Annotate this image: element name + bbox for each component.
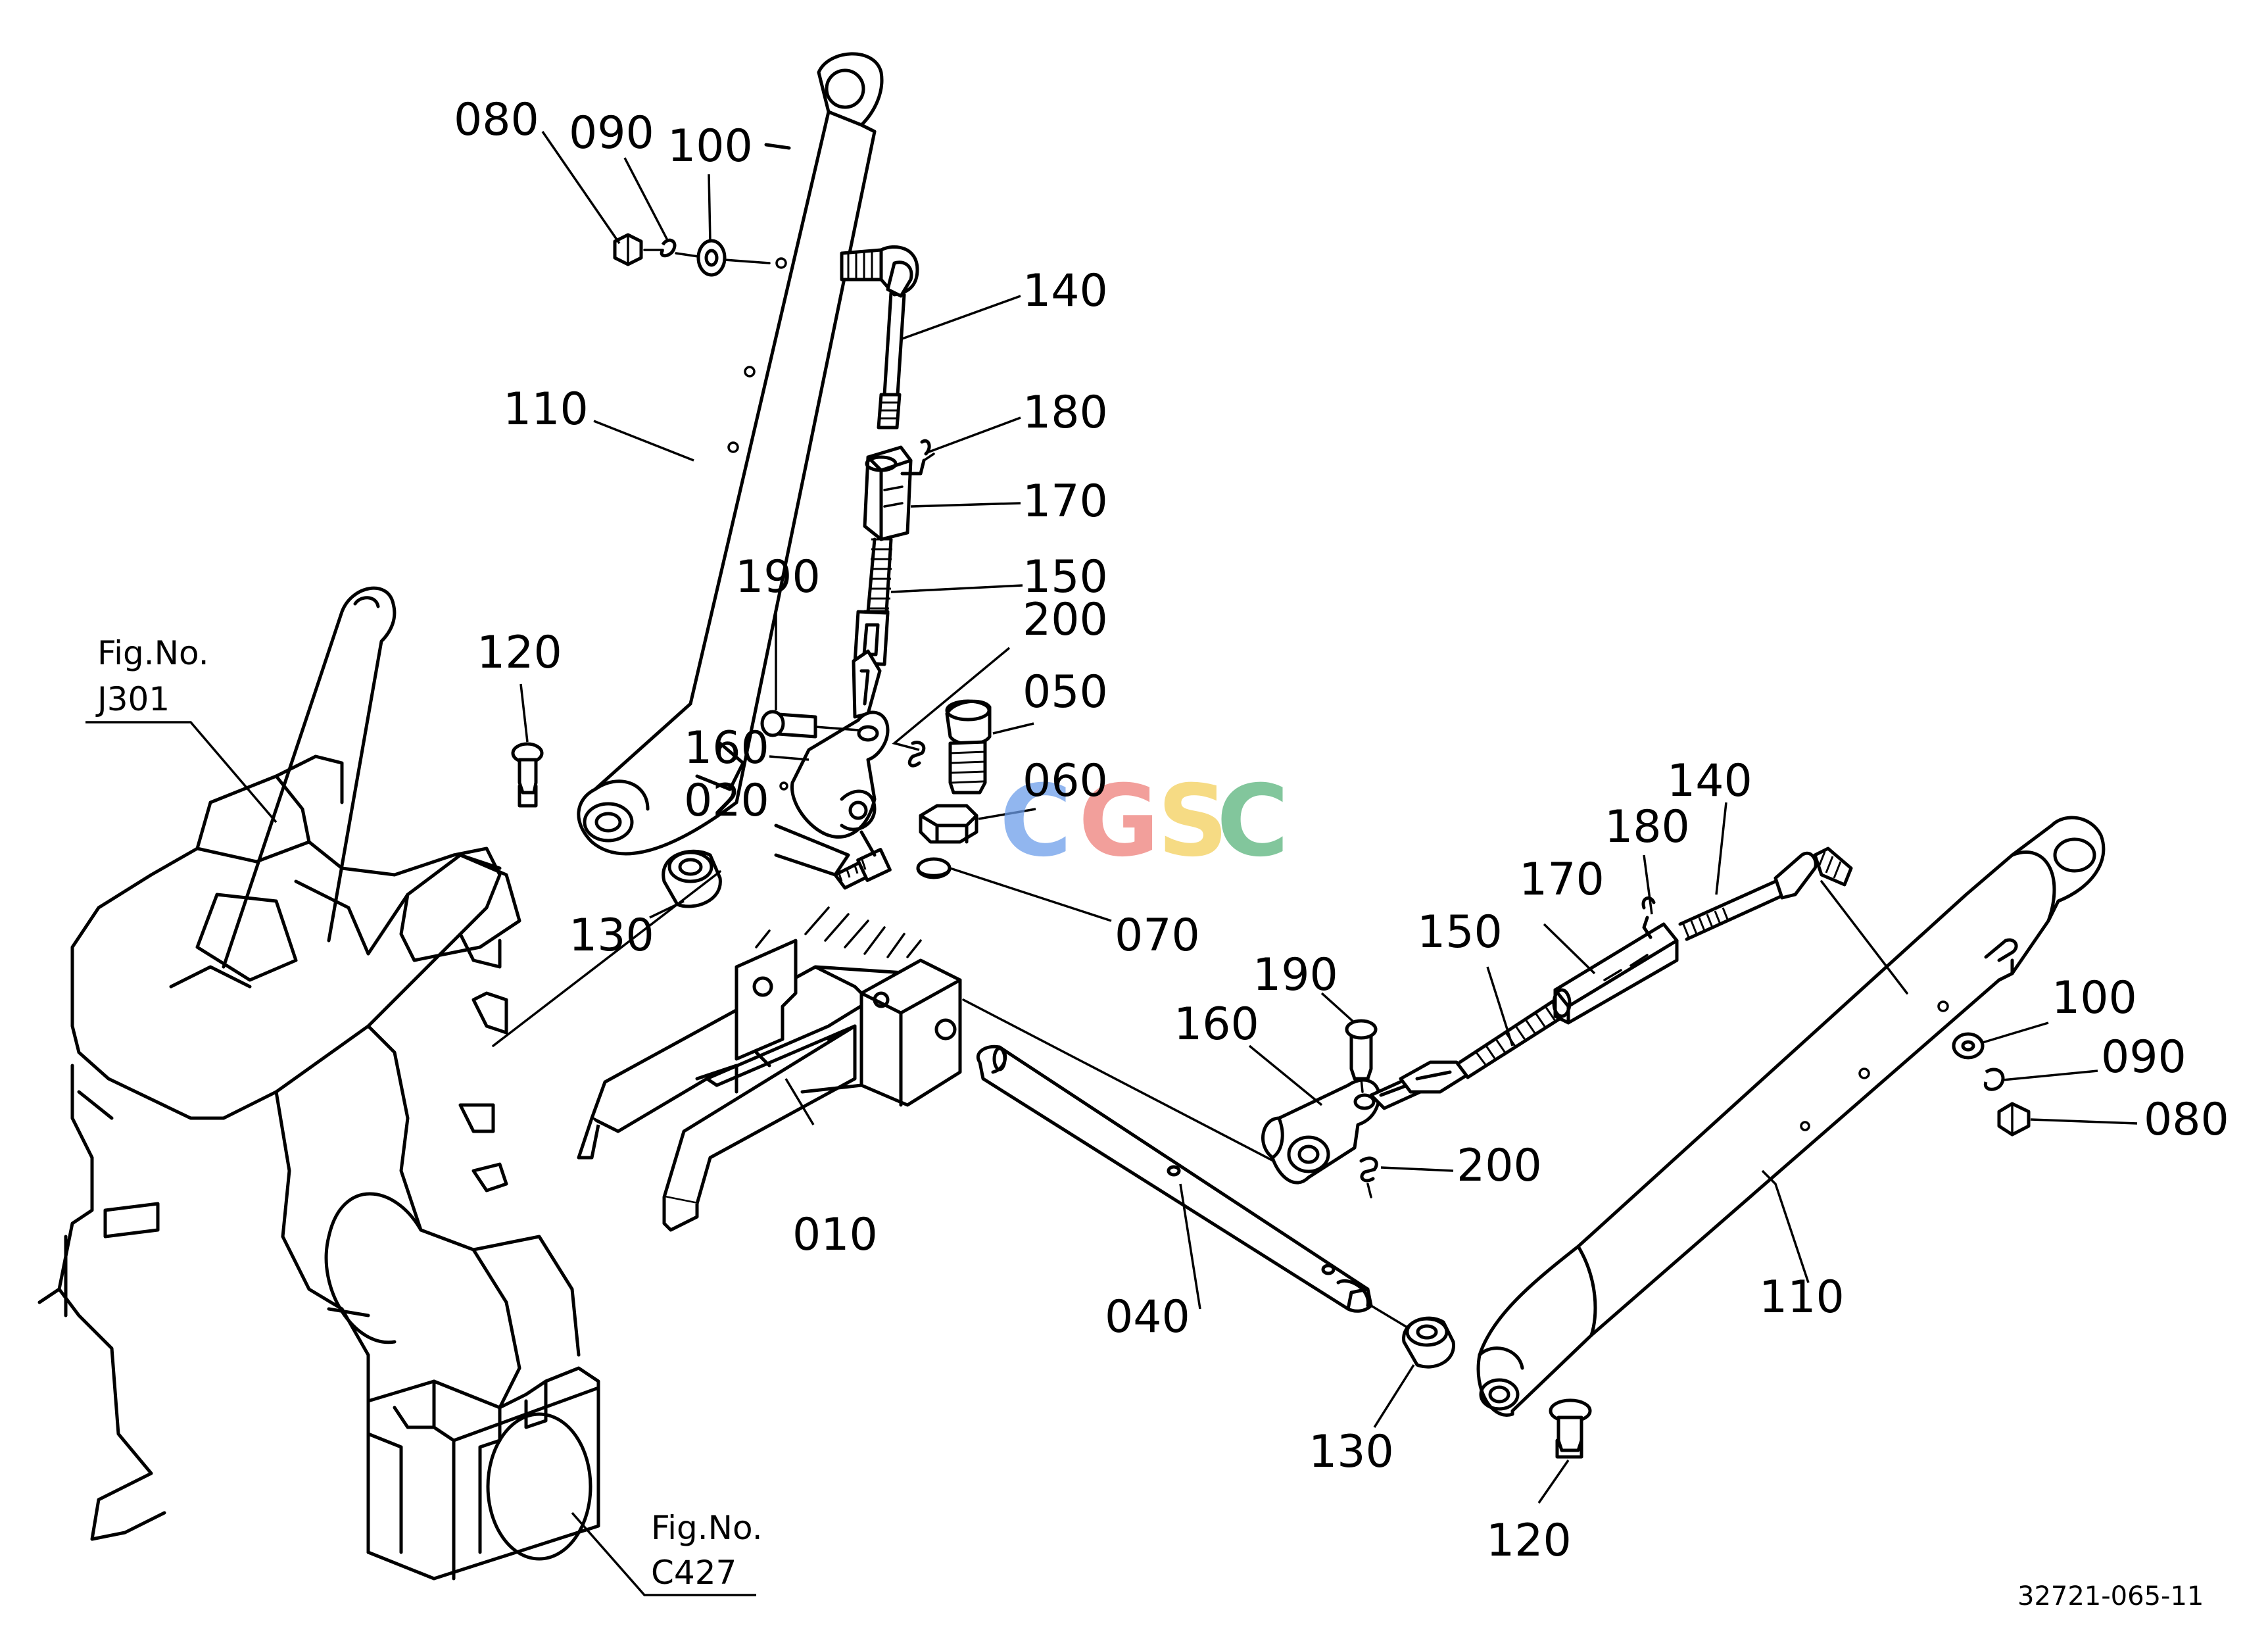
fig-ref-j301-line2: J301 [95,680,170,718]
callout-080: 080 [454,94,539,146]
fig-ref-j301-leader [85,721,277,823]
leader-lines [519,131,2138,1504]
spring-washer-090-right [1983,1068,2005,1091]
callout-090-right: 090 [2101,1031,2186,1083]
callout-110-right: 110 [1759,1271,1845,1323]
callout-160-right: 160 [1174,998,1259,1050]
watermark-letter-3: S [1157,764,1228,879]
callout-050: 050 [1023,666,1108,718]
callout-200-right: 200 [1457,1140,1542,1192]
callout-labels: 080 090 100 140 180 110 170 190 150 200 … [454,94,2229,1567]
callout-070: 070 [1115,910,1200,962]
washer-100-right [1952,1032,1985,1060]
callout-140-right: 140 [1667,755,1752,807]
callout-140: 140 [1023,265,1108,317]
fig-ref-c427-leader [571,1512,756,1596]
watermark-logo: C G S C [1000,764,1289,879]
hardware-right [1952,1032,2031,1137]
watermark-letter-1: C [1000,764,1072,879]
callout-180: 180 [1023,387,1108,439]
spring-washer-090-left [660,238,677,258]
pto-housing [366,1366,600,1581]
fig-ref-c427-line2: C427 [651,1554,736,1592]
callout-170-right: 170 [1519,854,1604,906]
figure-references: Fig.No. J301 Fig.No. C427 [95,634,763,1592]
check-chain-left [613,233,935,857]
drawing-code: 32721-065-11 [2017,1581,2204,1611]
callout-160: 160 [684,722,769,774]
lynch-pin-120-left [511,742,544,808]
callout-120: 120 [477,627,562,679]
callout-150-right: 150 [1417,906,1503,958]
callout-100: 100 [667,120,753,172]
cross-shaft-040 [977,1045,1373,1313]
callout-040: 040 [1105,1291,1190,1343]
watermark-letter-4: C [1217,764,1289,879]
bolt-020 [774,823,922,958]
callout-010: 010 [792,1209,878,1261]
lower-link-arm-right [1476,816,2106,1417]
callout-190-right: 190 [1253,949,1338,1001]
washer-100-left [696,239,727,277]
transmission-housing [37,754,581,1541]
callout-060: 060 [1023,755,1108,807]
watermark-letter-2: G [1078,764,1159,879]
collar-130-left [662,849,722,908]
nut-080-right [1997,1102,2031,1137]
lower-link-arm-left [577,52,884,856]
top-link-bracket [577,939,962,1232]
callout-080-right: 080 [2144,1094,2229,1146]
shaft-axis-line [492,870,721,1047]
bolt-050-set [916,699,992,879]
collar-130-right [1402,1316,1455,1369]
callout-200: 200 [1023,594,1108,646]
callout-020: 020 [684,775,769,827]
callout-130: 130 [569,910,654,962]
lift-arm-lever [77,586,521,1120]
lynch-pin-120-right [1549,1398,1592,1459]
callout-090: 090 [569,107,654,159]
callout-190: 190 [735,551,821,603]
callout-130-right: 130 [1309,1426,1394,1478]
callout-100-right: 100 [2052,972,2137,1024]
callout-180-right: 180 [1604,801,1690,853]
fig-ref-c427-line1: Fig.No. [651,1509,763,1547]
callout-120-right: 120 [1486,1515,1572,1567]
callout-170: 170 [1023,476,1108,528]
fig-ref-j301-line1: Fig.No. [97,634,209,672]
check-chain-right [1261,847,1908,1198]
callout-110: 110 [503,383,589,435]
callout-150: 150 [1023,551,1108,603]
shaft-to-bracket-line [962,998,1300,1175]
